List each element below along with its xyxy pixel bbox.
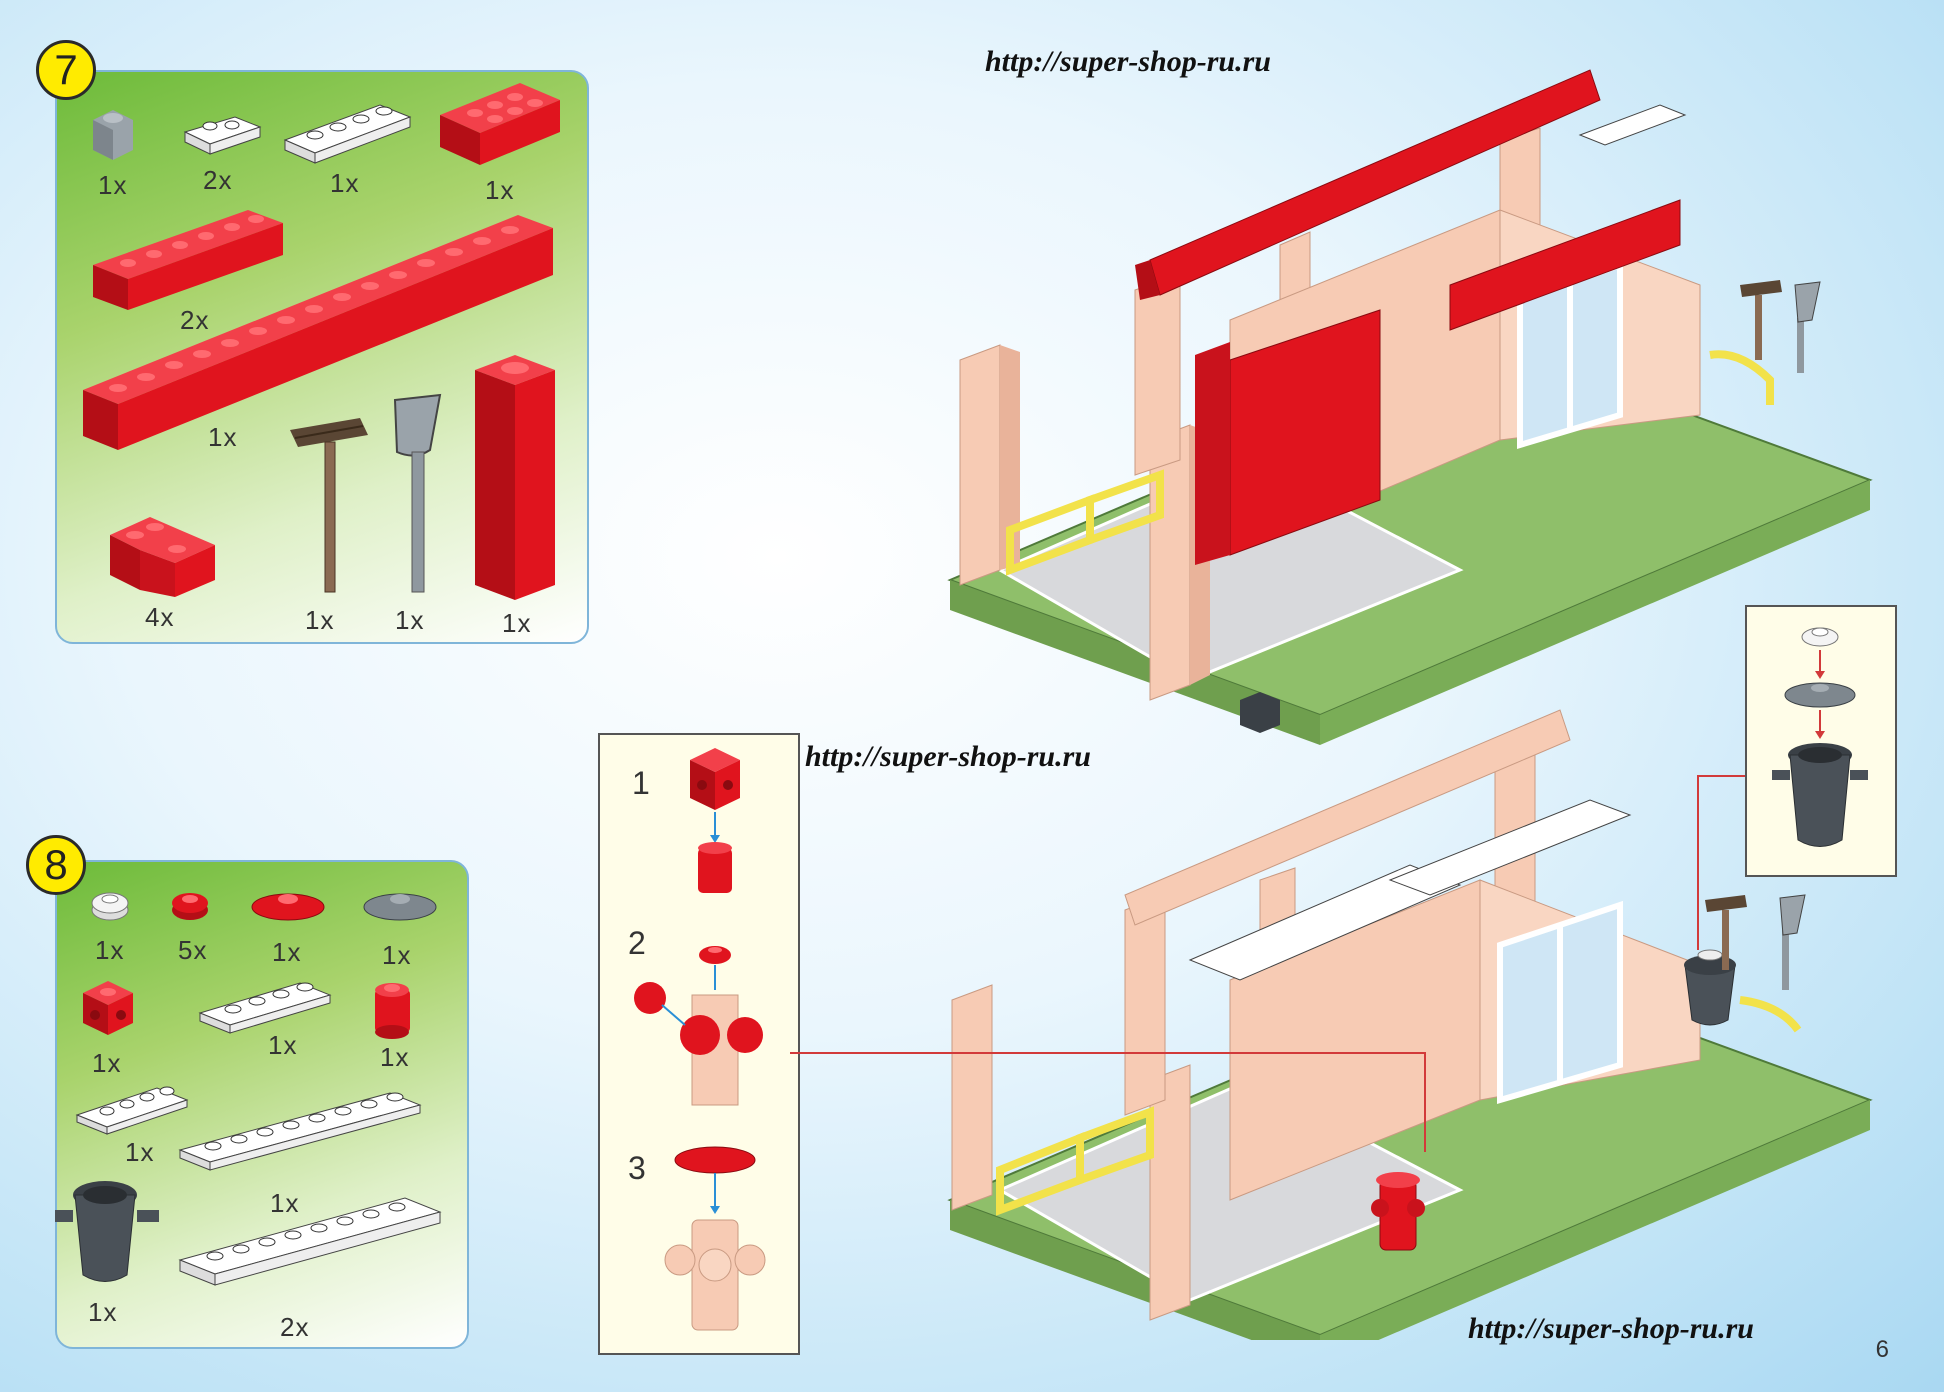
white-1x8-plate-b-icon (178, 1197, 442, 1286)
substep-1-label: 1 (632, 765, 650, 801)
hydrant-connector-drop (1424, 1052, 1426, 1152)
qty-white-1x4: 1x (268, 1030, 298, 1060)
trash-can-icon (55, 1181, 159, 1282)
hydrant-connector-line (790, 1052, 1425, 1054)
white-1x8-plate-icon (178, 1092, 422, 1171)
step7-badge: 7 (36, 40, 96, 100)
qty-dish-grey: 1x (382, 940, 412, 970)
qty-red-column: 1x (502, 608, 532, 638)
qty-white-1x2: 2x (203, 165, 233, 195)
grey-1x1-brick-icon (93, 110, 133, 160)
qty-shovel: 1x (395, 605, 425, 635)
qty-broom: 1x (305, 605, 335, 635)
round-red-plate-icon (172, 893, 208, 920)
hydrant-assembly-steps (634, 748, 766, 1331)
qty-round-red-small: 5x (178, 935, 208, 965)
red-dish-icon (251, 893, 325, 921)
white-1x4-plate-icon (198, 982, 332, 1034)
qty-white-1x8: 1x (270, 1188, 300, 1218)
shovel-icon (393, 393, 442, 593)
qty-red-1x16: 1x (208, 422, 238, 452)
url-top[interactable]: http://super-shop-ru.ru (985, 45, 1271, 78)
qty-red-4side: 1x (92, 1048, 122, 1078)
qty-red-1x6: 2x (180, 305, 210, 335)
trashcan-connector-line (1697, 775, 1745, 777)
qty-white-1x8-b: 2x (280, 1312, 310, 1342)
trashcan-assembly-steps (1772, 627, 1868, 847)
step8-assembly-illustration (947, 709, 1873, 1340)
step7-assembly-illustration (947, 69, 1873, 745)
step7-number: 7 (54, 46, 78, 93)
qty-trash-can: 1x (88, 1297, 118, 1327)
url-middle[interactable]: http://super-shop-ru.ru (805, 740, 1091, 773)
qty-red-2x4: 1x (485, 175, 515, 205)
substep-3-label: 3 (628, 1150, 646, 1186)
white-1x4-plate-icon (283, 104, 412, 164)
step8-badge: 8 (26, 835, 86, 895)
red-corner-brick-icon (110, 517, 215, 597)
red-4side-brick-icon (83, 981, 133, 1035)
qty-grey-1x1: 1x (98, 170, 128, 200)
qty-white-1x4-b: 1x (125, 1137, 155, 1167)
url-bottom[interactable]: http://super-shop-ru.ru (1468, 1312, 1754, 1345)
red-cylinder-brick-icon (375, 983, 410, 1039)
page-number: 6 (1875, 1336, 1889, 1363)
grey-dish-icon (363, 893, 437, 921)
step8-number: 8 (44, 841, 68, 888)
red-1x16-brick-icon (83, 215, 553, 450)
red-1x6-brick-icon (93, 210, 283, 310)
qty-red-cylinder: 1x (380, 1042, 410, 1072)
white-1x2-plate-icon (183, 116, 262, 155)
round-white-plate-icon (91, 892, 129, 921)
red-2x4-brick-icon (440, 83, 560, 165)
red-column-brick-icon (475, 355, 555, 600)
fire-hydrant-icon (1371, 1172, 1425, 1251)
qty-white-1x4: 1x (330, 168, 360, 198)
substep-2-label: 2 (628, 925, 646, 961)
trashcan-connector-drop (1697, 775, 1699, 950)
qty-red-corner: 4x (145, 602, 175, 632)
white-1x4-plate-b-icon (75, 1086, 189, 1135)
qty-dish-red: 1x (272, 937, 302, 967)
qty-round-white: 1x (95, 935, 125, 965)
broom-icon (290, 418, 368, 593)
